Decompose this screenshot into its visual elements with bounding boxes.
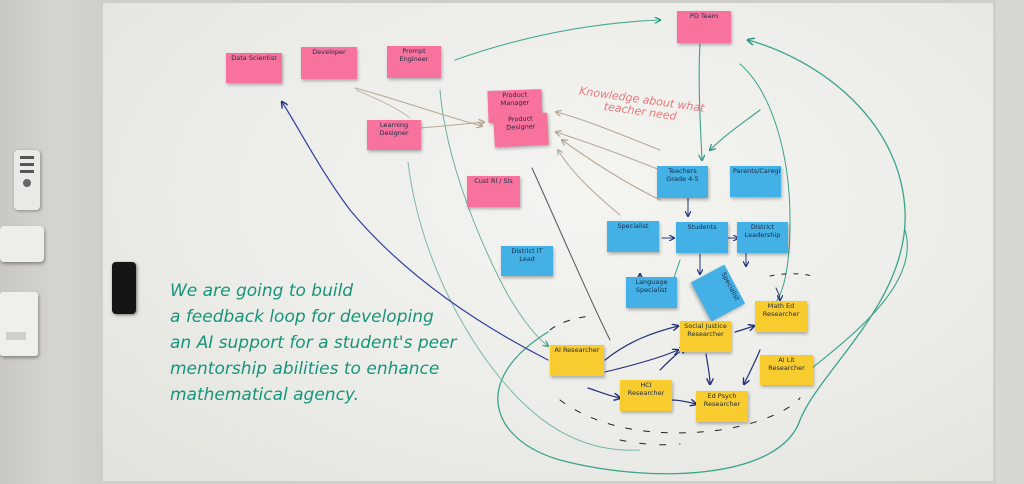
note-learning-designer: Learning Designer <box>367 120 421 150</box>
note-product-designer: Product Designer <box>493 112 549 148</box>
wall-edge <box>996 0 1024 484</box>
goal-line-5: mathematical agency. <box>170 385 360 405</box>
goal-line-3: an AI support for a student's peer <box>170 333 457 353</box>
note-ai-researcher: AI Researcher <box>550 345 604 376</box>
remote-control <box>14 150 40 210</box>
note-ai-lit-researcher: AI Lit Researcher <box>760 355 813 385</box>
note-prompt-engineer: Prompt Engineer <box>387 46 441 78</box>
goal-line-2: a feedback loop for developing <box>170 307 434 327</box>
note-district-it-lead: District IT Lead <box>501 246 553 276</box>
note-teachers-grade-4-5: Teachers Grade 4-5 <box>657 166 708 198</box>
goal-line-4: mentorship abilities to enhance <box>170 359 440 379</box>
note-hci-researcher: HCI Researcher <box>620 380 672 411</box>
note-cust-svc: Cust Rl / Sls <box>467 176 520 207</box>
wall-device-bottom <box>0 292 38 356</box>
note-social-justice-researcher: Social Justice Researcher <box>680 321 731 352</box>
note-ed-psych-researcher: Ed Psych Researcher <box>696 391 748 422</box>
note-students: Students <box>676 222 728 253</box>
note-pd-team: PD Team <box>677 11 731 43</box>
note-developer: Developer <box>301 47 357 79</box>
wall-device-top <box>0 226 44 262</box>
note-district-leadership: District Leadership <box>737 222 788 253</box>
note-math-ed-researcher: Math Ed Researcher <box>755 301 807 332</box>
note-parents-caregivers: Parents/Caregivers <box>730 166 781 197</box>
note-language-specialist: Language Specialist <box>626 277 677 308</box>
note-data-scientist: Data Scientist <box>226 53 282 83</box>
note-specialist: Specialist <box>607 221 659 252</box>
goal-statement: We are going to build a feedback loop fo… <box>170 278 470 408</box>
goal-line-1: We are going to build <box>170 281 354 301</box>
eraser-holder <box>112 262 136 314</box>
